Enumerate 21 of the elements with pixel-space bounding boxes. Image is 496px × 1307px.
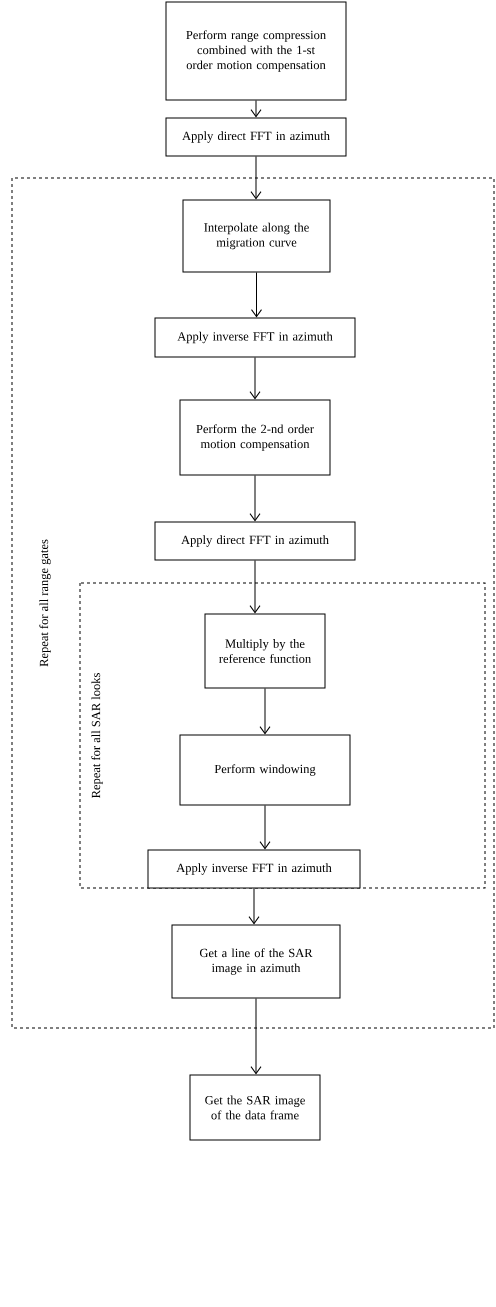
arrow xyxy=(259,688,271,735)
process-box: Get the SAR image of the data frame xyxy=(189,1074,321,1141)
process-box: Interpolate along the migration curve xyxy=(182,199,331,273)
process-box: Apply inverse FFT in azimuth xyxy=(147,849,361,889)
process-box: Perform windowing xyxy=(179,734,351,806)
arrow xyxy=(249,475,261,522)
arrow xyxy=(250,156,262,200)
process-box: Perform the 2-nd order motion compensation xyxy=(179,399,331,476)
process-box: Perform range compression combined with the 1-st order motion compensation xyxy=(165,1,347,101)
process-box: Apply direct FFT in azimuth xyxy=(154,521,356,561)
process-box: Get a line of the SAR image in azimuth xyxy=(171,924,341,999)
arrow xyxy=(250,100,262,118)
arrow xyxy=(248,888,260,925)
arrow xyxy=(249,560,261,614)
arrow xyxy=(250,998,262,1075)
arrow xyxy=(249,357,261,400)
arrow xyxy=(251,272,262,318)
process-box: Apply inverse FFT in azimuth xyxy=(154,317,356,358)
process-box: Multiply by the reference function xyxy=(204,613,326,689)
process-box: Apply direct FFT in azimuth xyxy=(165,117,347,157)
arrow xyxy=(259,805,271,850)
